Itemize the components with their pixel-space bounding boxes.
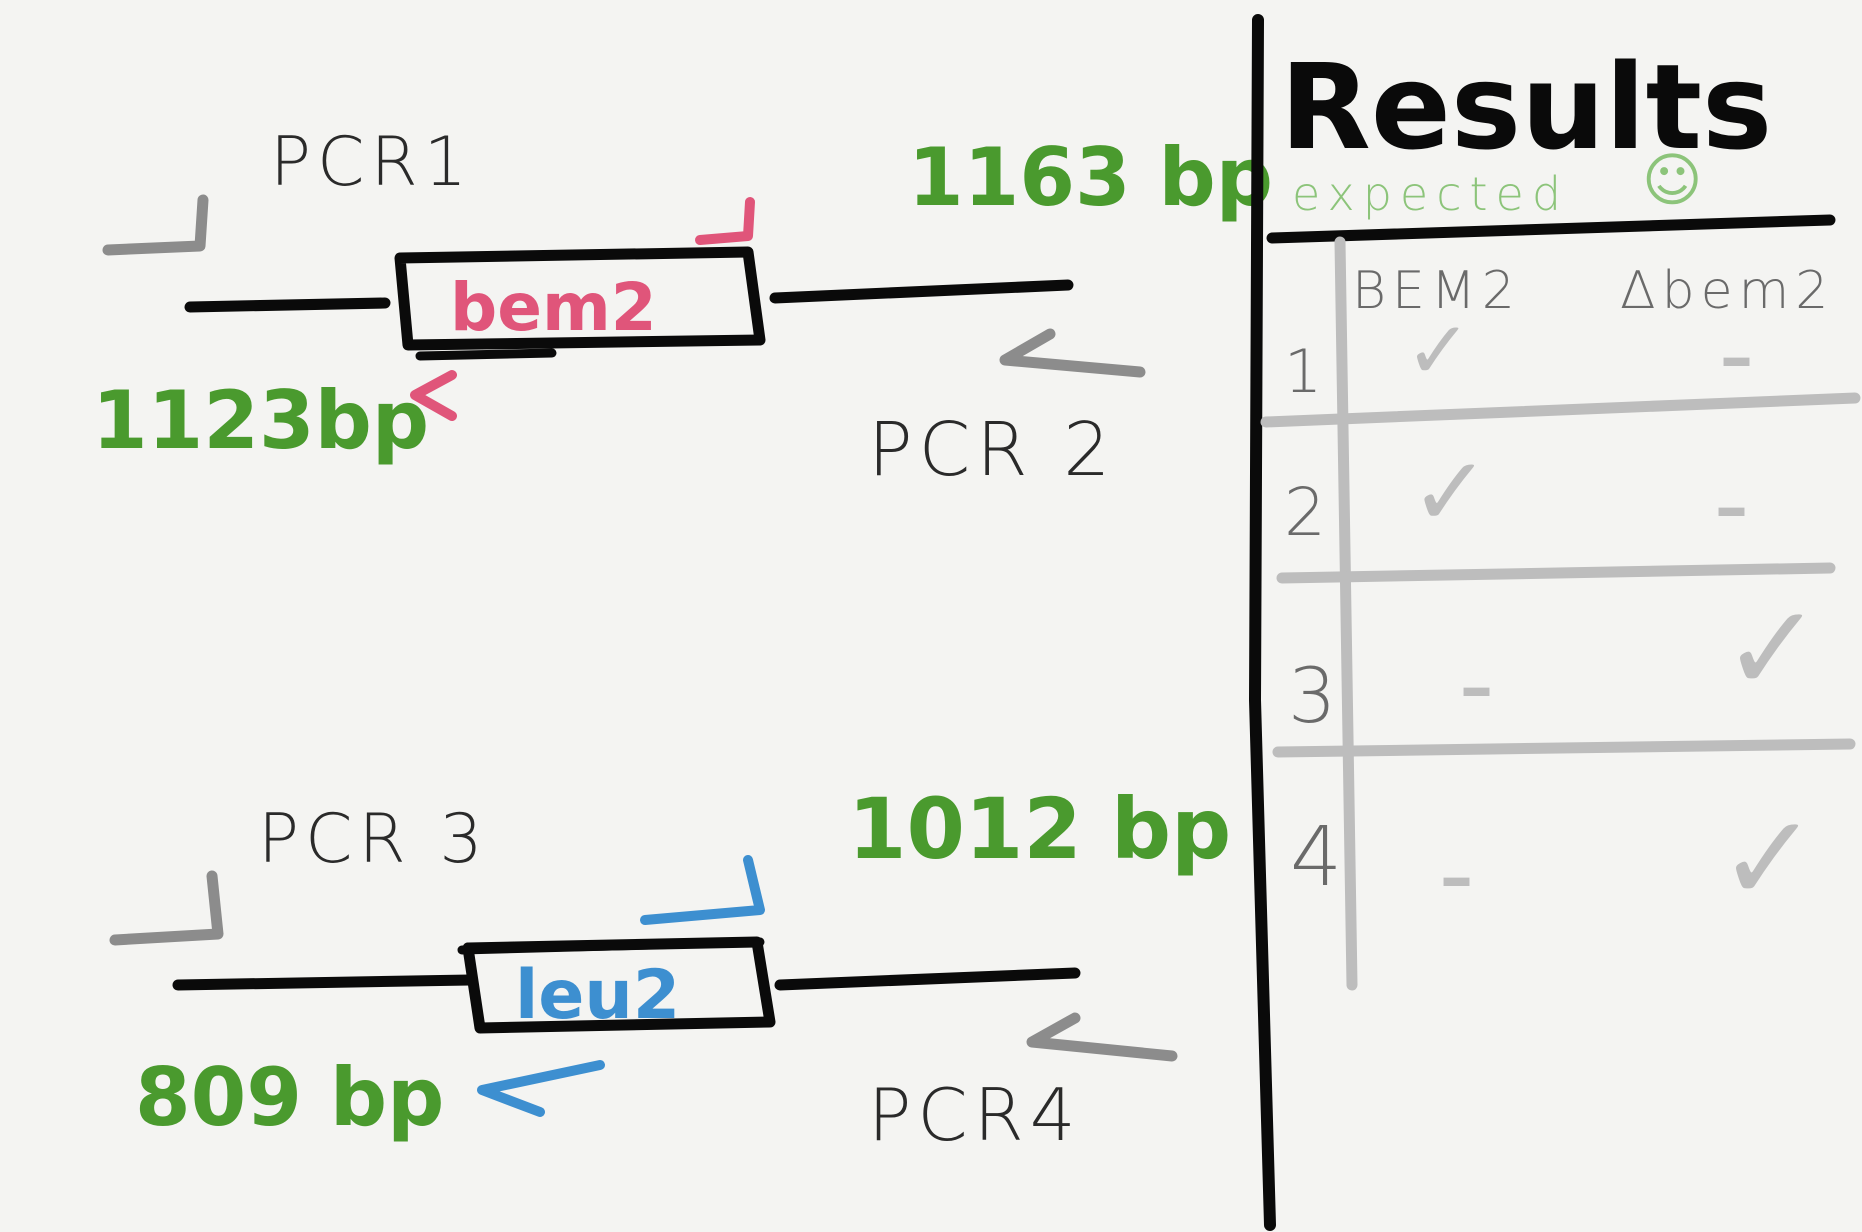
- row-4-delta-check: ✓: [1718, 790, 1819, 929]
- bem2-gene-box: [394, 246, 766, 351]
- size-1123-label: 1123bp: [92, 374, 429, 467]
- pcr3-forward-primer: [109, 870, 224, 946]
- pcr4-reverse-primer: [1026, 1012, 1178, 1062]
- bem2-left-line: [184, 297, 391, 313]
- pcr2-label: PCR 2: [868, 407, 1116, 493]
- expected-subtitle: expected: [1292, 167, 1569, 221]
- leu2-left-line: [172, 974, 476, 991]
- size-1012-label: 1012 bp: [848, 780, 1231, 878]
- bem2-construct: bem2: [184, 246, 1074, 361]
- bem2-underline: [415, 348, 557, 361]
- row-4-bem2-dash: –: [1440, 839, 1473, 916]
- leu2-top-line: [457, 937, 765, 955]
- pcr4-label: PCR4: [868, 1073, 1082, 1157]
- size-809-label: 809 bp: [135, 1051, 444, 1144]
- results-title: Results: [1280, 38, 1772, 176]
- leu2-construct: leu2: [172, 936, 1081, 1035]
- row-divider-3: [1272, 738, 1856, 758]
- bem2-right-line: [769, 279, 1074, 304]
- bem2-gene-label: bem2: [450, 269, 657, 346]
- row-2-bem2-check: ✓: [1410, 436, 1490, 548]
- results-divider-line: [1248, 14, 1276, 1231]
- results-header-line: [1266, 214, 1836, 244]
- row-2-delta-dash: –: [1715, 469, 1748, 546]
- bem2-forward-primer: [695, 197, 755, 245]
- leu2-right-line: [774, 967, 1081, 991]
- pcr2-reverse-primer: [999, 328, 1146, 378]
- pcr1-forward-primer: [102, 194, 209, 256]
- row-number-3: 3: [1288, 651, 1336, 740]
- column-header-bem2: BEM2: [1352, 261, 1521, 321]
- row-1-bem2-check: ✓: [1405, 304, 1472, 397]
- column-header-delta-bem2: Δbem2: [1620, 261, 1834, 321]
- leu2-reverse-primer: [477, 1060, 605, 1117]
- row-1-delta-dash: –: [1720, 319, 1753, 396]
- row-divider-2: [1276, 562, 1836, 584]
- results-column-separator: [1334, 236, 1358, 991]
- pcr1-label: PCR1: [270, 123, 473, 202]
- row-3-bem2-dash: –: [1460, 649, 1493, 726]
- row-number-1: 1: [1284, 337, 1322, 407]
- leu2-forward-primer: [640, 855, 765, 925]
- bem2-reverse-primer: [410, 370, 457, 421]
- pcr1-primers: [102, 194, 1146, 421]
- pcr3-primers: [109, 855, 1178, 1117]
- row-number-4: 4: [1290, 810, 1342, 905]
- pcr3-label: PCR 3: [258, 800, 489, 879]
- smiley-icon: ☺: [1642, 146, 1702, 214]
- row-3-delta-check: ✓: [1722, 580, 1823, 719]
- leu2-gene-label: leu2: [515, 956, 680, 1035]
- row-divider-1: [1260, 392, 1861, 428]
- size-1163-label: 1163 bp: [908, 131, 1273, 224]
- results-panel: Results expected ☺ BEM2 Δbem2 1 ✓ – 2 ✓ …: [1248, 14, 1861, 1231]
- row-number-2: 2: [1284, 474, 1326, 551]
